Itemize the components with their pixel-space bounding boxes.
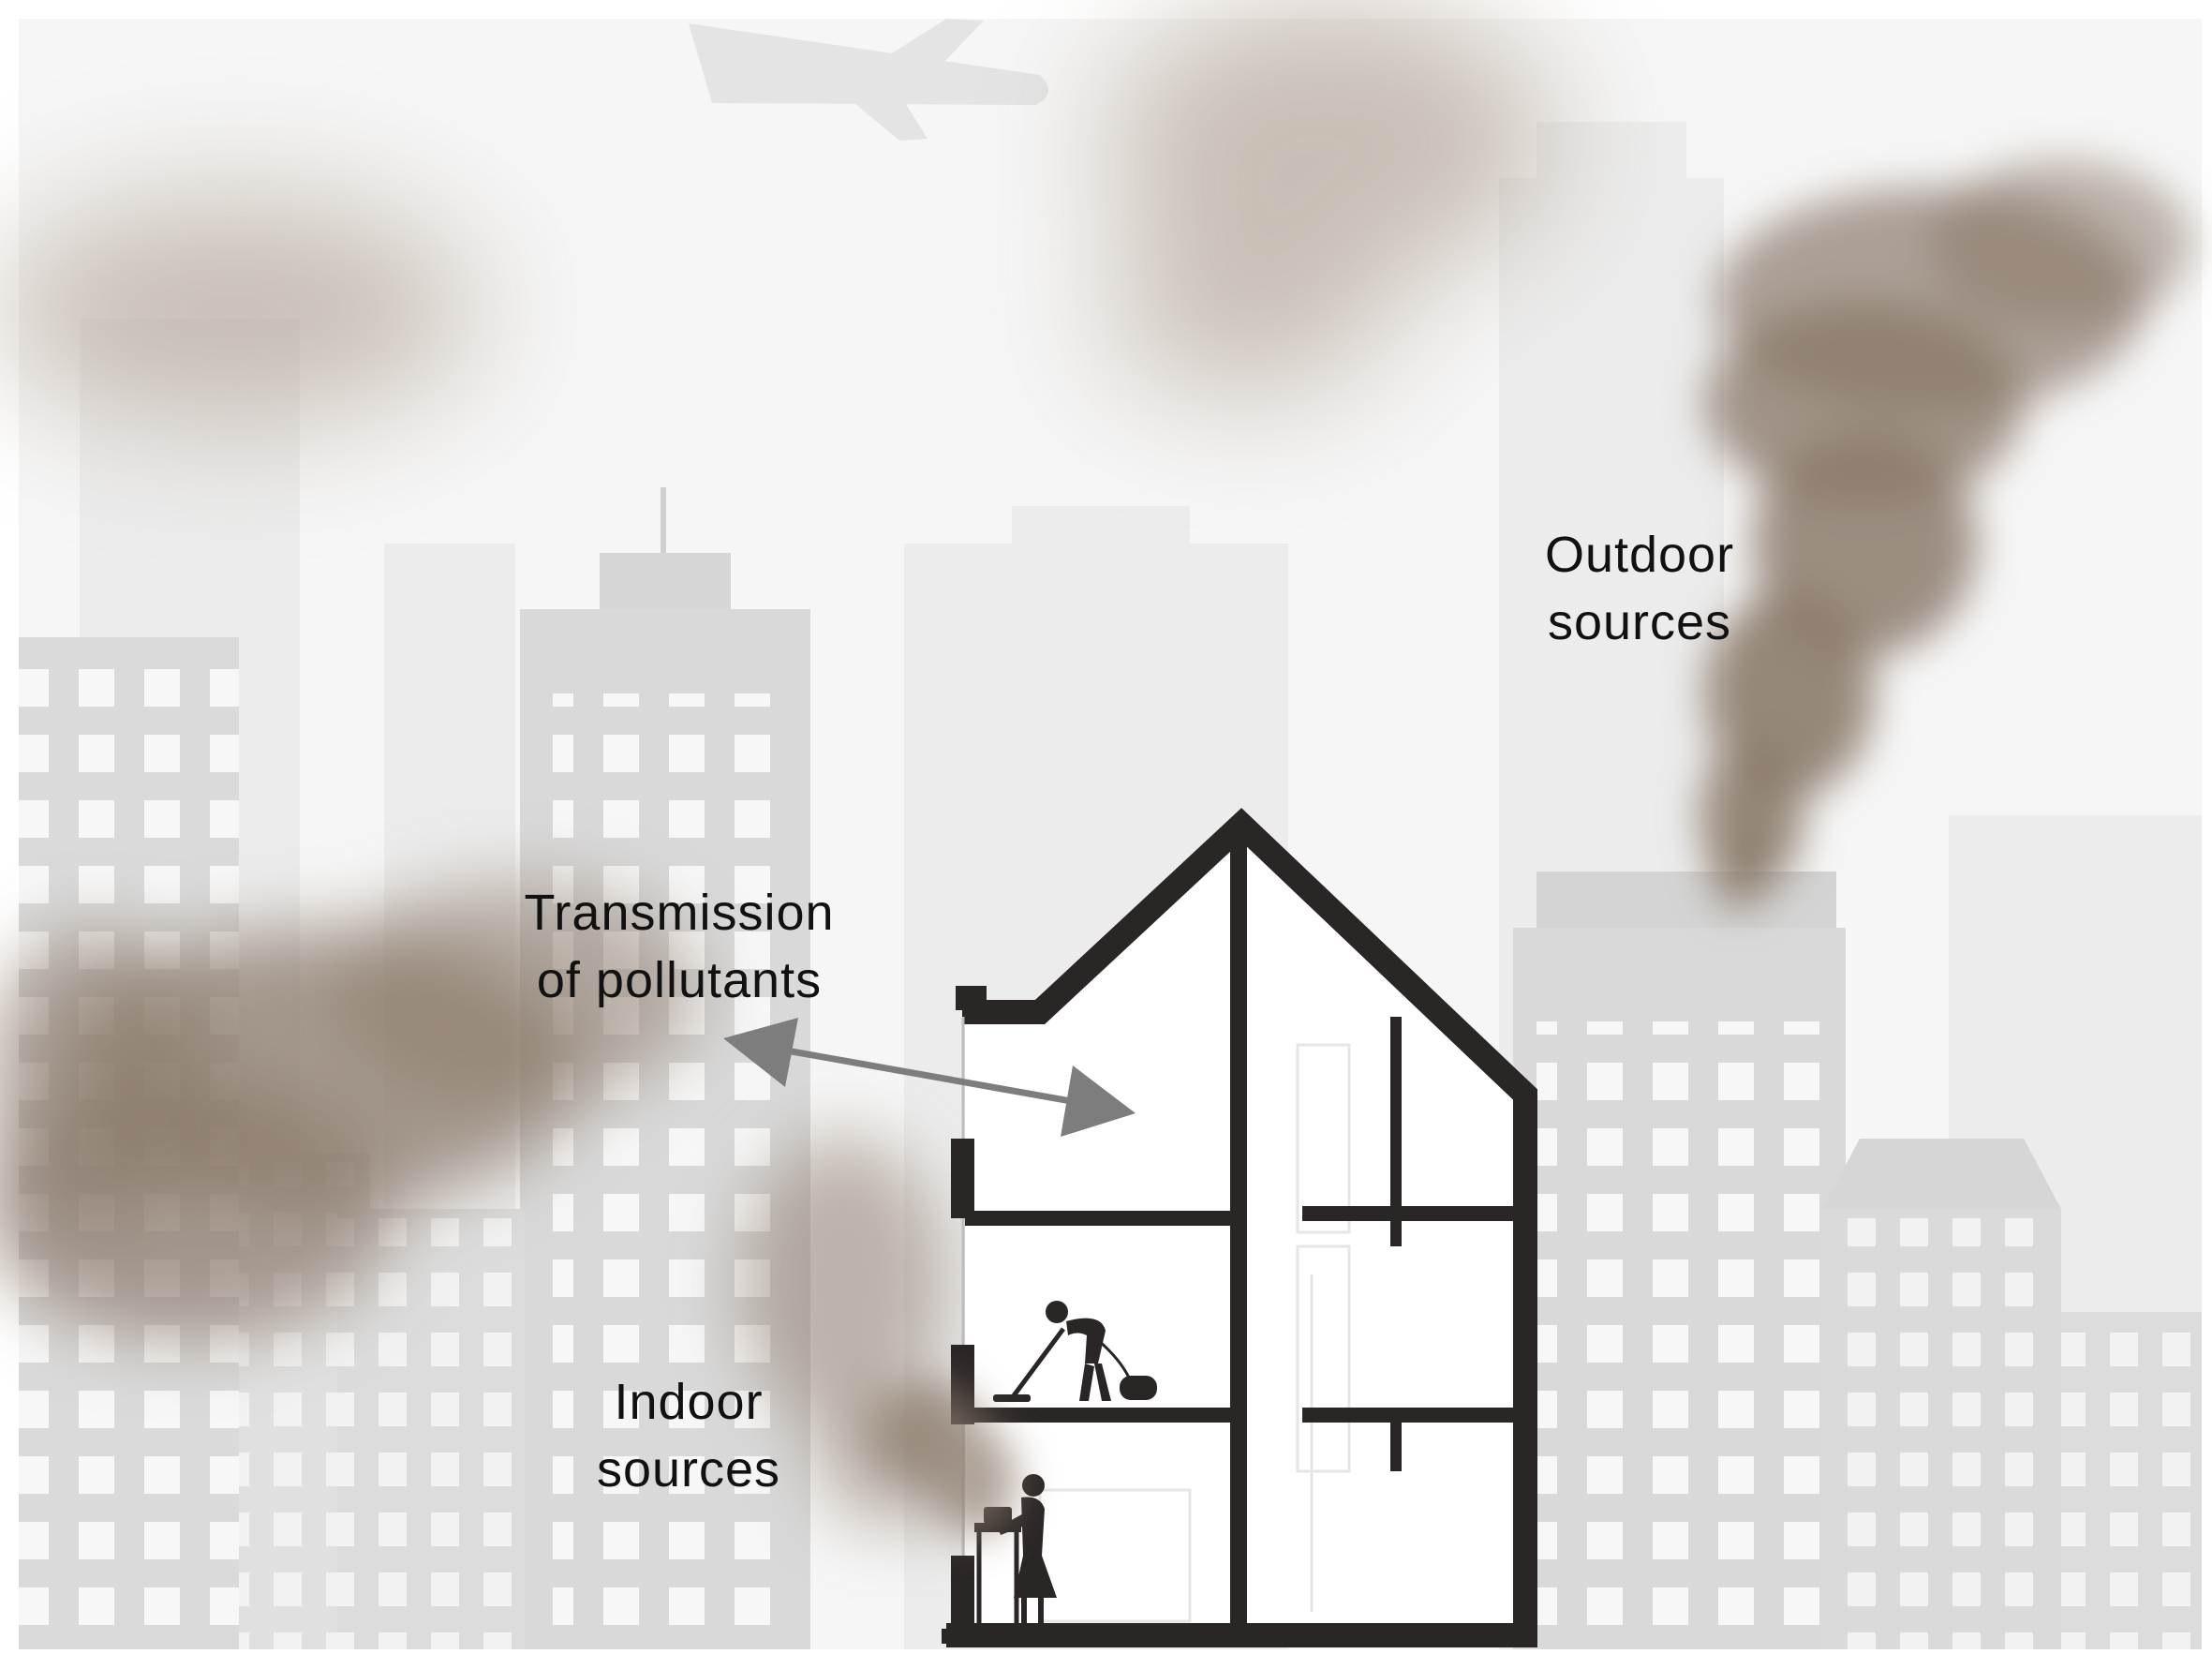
transmission-label-line-1: Transmission xyxy=(524,885,835,941)
indoor-label-line-1: Indoor xyxy=(614,1374,764,1430)
outdoor-sources-label: Outdoor sources xyxy=(1499,521,1780,656)
double-arrow-icon xyxy=(723,1018,1136,1137)
transmission-label: Transmission of pollutants xyxy=(468,879,890,1014)
indoor-sources-label: Indoor sources xyxy=(543,1368,834,1503)
person-cooking-icon xyxy=(974,1474,1057,1629)
outdoor-label-line-2: sources xyxy=(1547,594,1732,650)
haze-cloud xyxy=(0,0,1555,422)
outdoor-label-line-1: Outdoor xyxy=(1544,527,1735,583)
cooking-smoke xyxy=(871,1382,1017,1537)
left-smoke-cloud xyxy=(0,881,703,1340)
outdoor-smoke-plume xyxy=(1700,159,2192,909)
indoor-label-line-2: sources xyxy=(596,1441,781,1498)
house-cross-section xyxy=(942,808,1537,1647)
person-vacuuming-icon xyxy=(993,1301,1157,1402)
transmission-label-line-2: of pollutants xyxy=(536,952,823,1008)
airplane-icon xyxy=(689,19,1048,141)
